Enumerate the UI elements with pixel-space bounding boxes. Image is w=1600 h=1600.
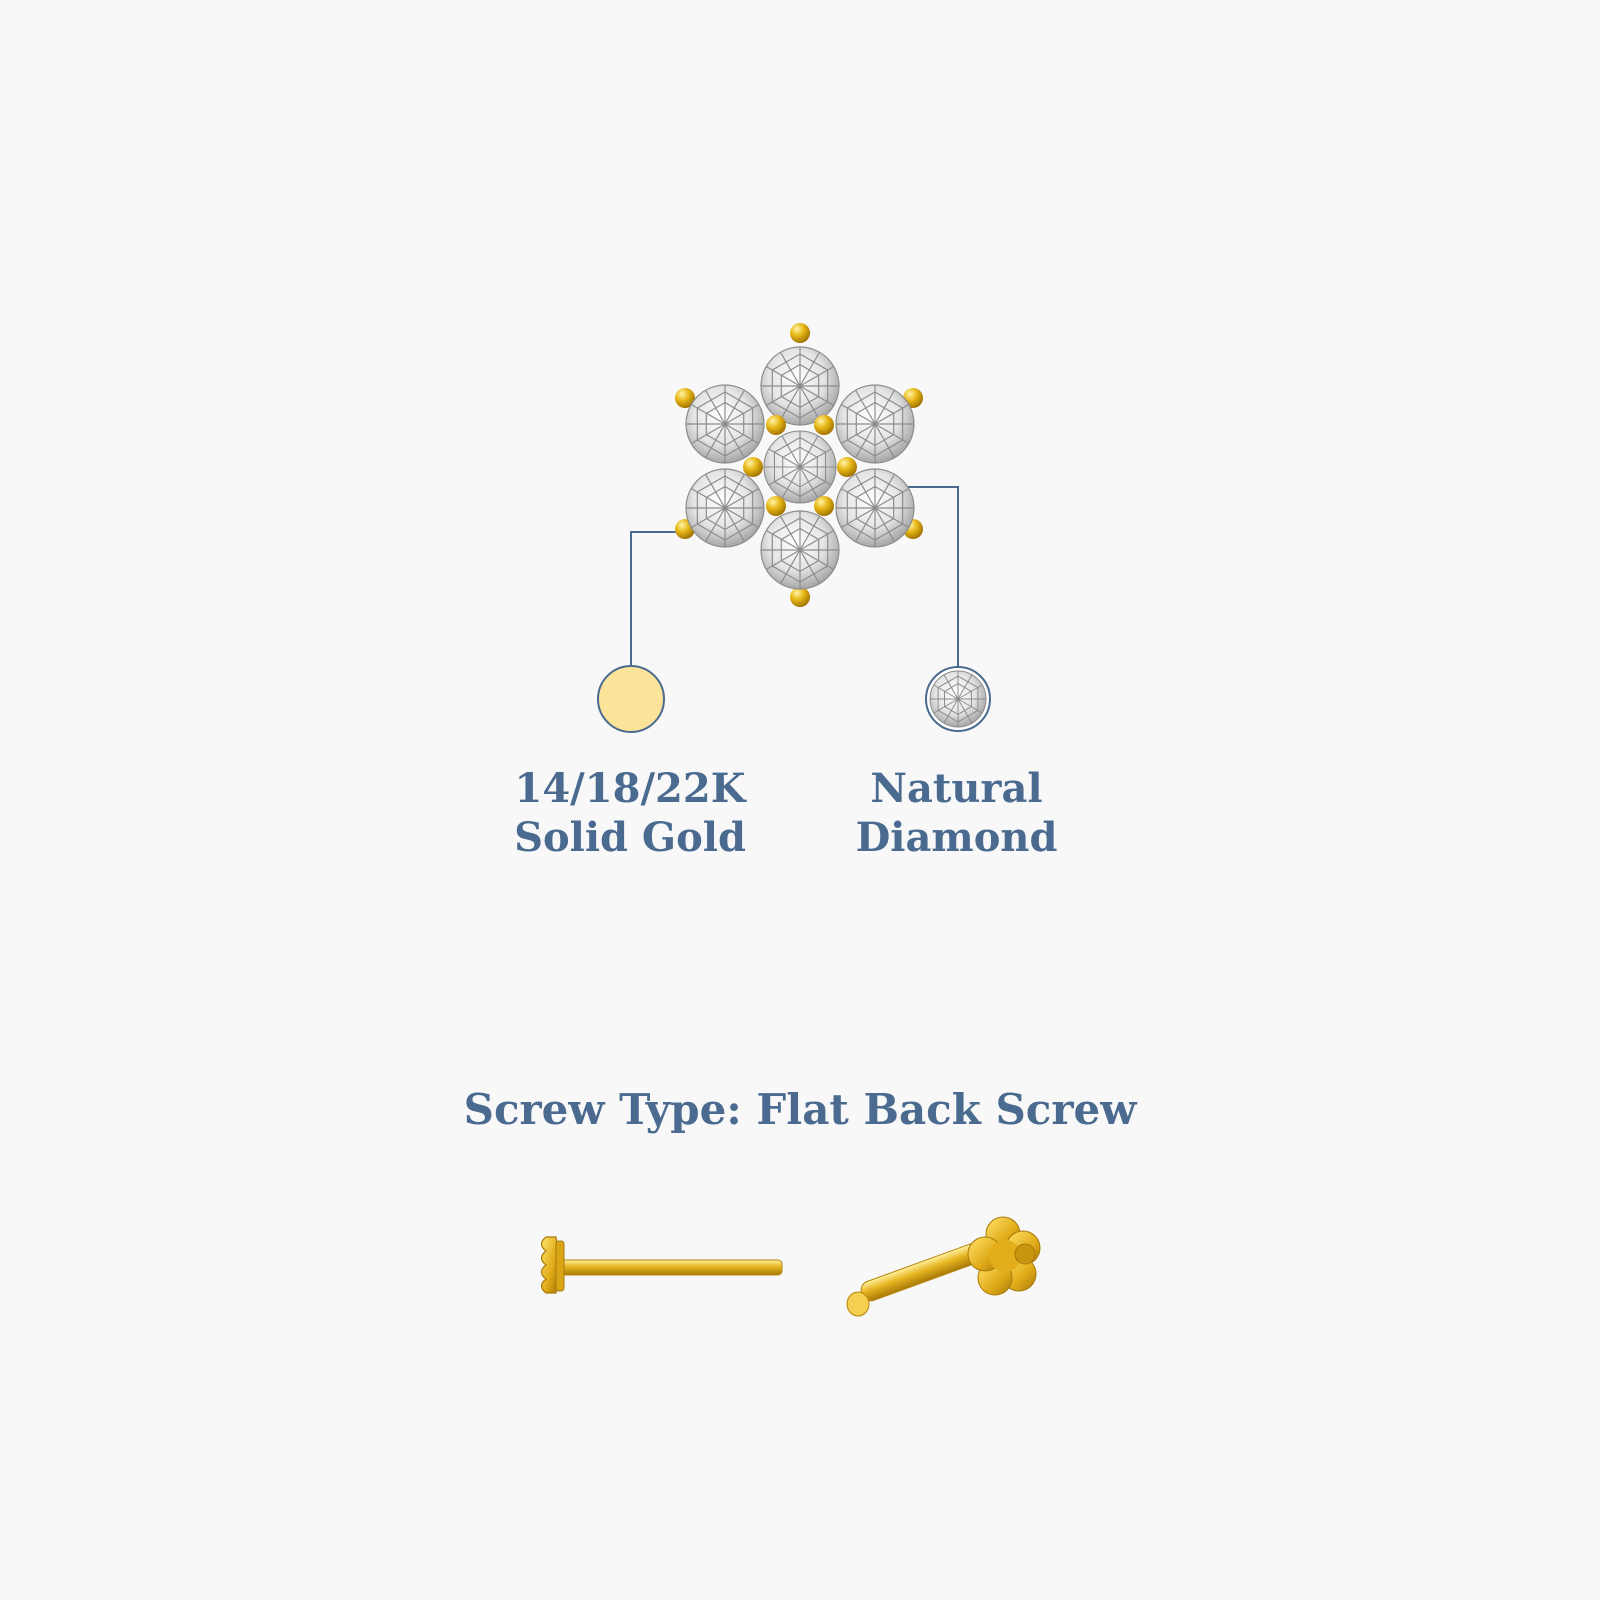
flower-stud [675,323,923,607]
diamond-material-label: Natural Diamond [800,764,1113,862]
gold-type-text: Solid Gold [514,814,746,861]
center-diamond [764,431,836,503]
diamond-type-text: Diamond [855,814,1058,861]
diamond-swatch-icon [926,667,990,731]
flat-back-screw-angled-icon [846,1216,1041,1317]
gold-material-label: 14/18/22K Solid Gold [480,764,780,862]
screw-type-label: Screw Type: Flat Back Screw [463,1085,1137,1134]
outer-prongs [675,323,923,607]
gold-swatch-icon [597,665,665,733]
inner-prongs [743,415,857,516]
gold-callout-line [630,531,677,666]
flat-back-screw-side-icon [540,1236,783,1294]
diamond-origin-text: Natural [870,765,1043,812]
petal-diamonds [686,347,914,589]
gold-karat-text: 14/18/22K [514,765,746,812]
